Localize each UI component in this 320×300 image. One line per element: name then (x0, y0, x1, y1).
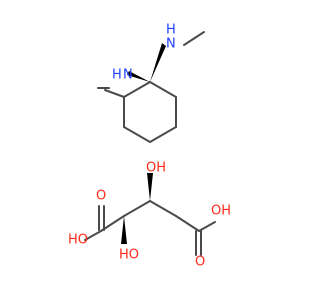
hydroxyl-label: OH (146, 161, 166, 176)
ring-bond (149, 81, 177, 98)
molecule-diagram: N H N H O OH O HO HO OH (68, 23, 231, 270)
hydroxyl-label: OH (211, 204, 231, 219)
hydrogen-atom-label: H (112, 68, 122, 83)
ring-bond (123, 126, 151, 143)
acid-bond (84, 230, 102, 241)
nitrogen-atom-label: N (123, 68, 133, 83)
nitrogen-atom-label: N (166, 37, 176, 52)
ring-bond (149, 126, 177, 143)
carbon-bond (175, 215, 200, 232)
n-methyl-bond (104, 89, 125, 98)
oxygen-atom-label: O (195, 255, 205, 270)
hydroxyl-label: HO (68, 233, 88, 248)
amine-molecule: N H N H (97, 23, 205, 143)
hydroxyl-label: HO (119, 248, 139, 263)
acid-bond (198, 221, 216, 232)
hydrogen-atom-label: H (166, 23, 176, 38)
carbon-bond (149, 200, 177, 217)
ring-bond (123, 81, 151, 98)
stereo-wedge (121, 216, 127, 244)
structure-svg: N H N H O OH O HO HO OH (68, 23, 231, 270)
stereo-wedge (127, 71, 150, 82)
carbon-bond (123, 200, 151, 217)
oxygen-atom-label: O (96, 189, 106, 204)
stereo-wedge (150, 43, 166, 82)
stereo-wedge (147, 173, 153, 201)
tartaric-acid-molecule: O OH O HO HO OH (68, 161, 231, 270)
n-methyl-bond (183, 31, 205, 46)
